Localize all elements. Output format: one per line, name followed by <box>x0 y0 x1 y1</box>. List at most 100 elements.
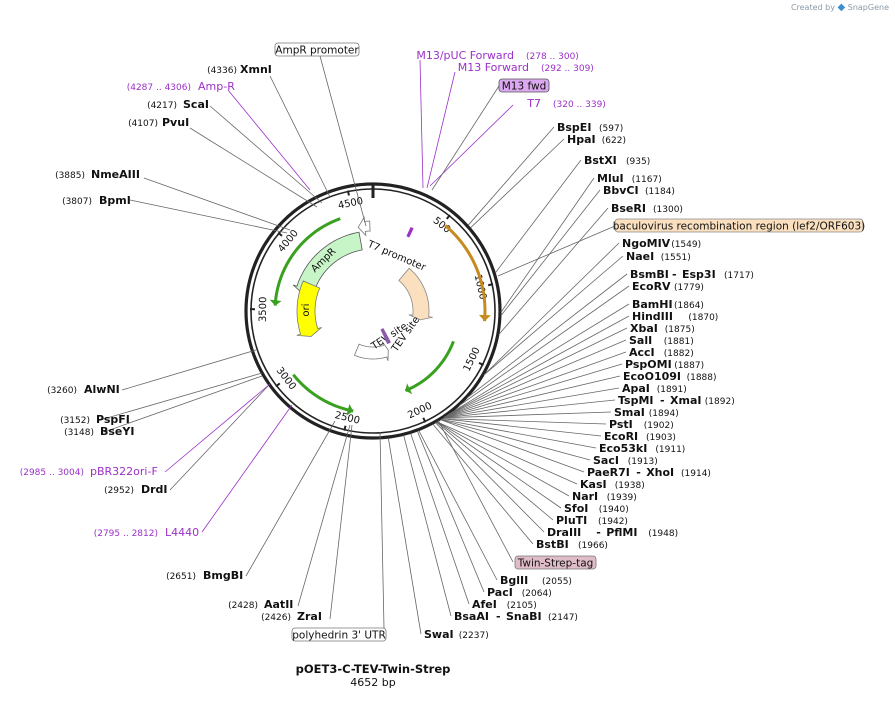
site-tspmi[interactable]: TspMI- XmaI(1892) <box>443 394 735 419</box>
site-name[interactable]: BstXI <box>584 154 617 167</box>
site-hindiii[interactable]: HindIII(1870) <box>446 310 718 416</box>
site-name[interactable]: NgoMIV <box>622 237 671 250</box>
site-paci[interactable]: PacI(2064) <box>416 430 552 599</box>
site-ecorv[interactable]: EcoRV(1779) <box>458 280 704 406</box>
site-pluti[interactable]: PluTI(1942) <box>436 421 628 527</box>
label-t7-promoter[interactable]: T7 promoter <box>365 239 428 274</box>
site-nari[interactable]: NarI(1939) <box>436 421 637 503</box>
site-name-2[interactable]: - <box>672 268 677 281</box>
site-mlui[interactable]: MluI(1167) <box>500 172 662 313</box>
site-sali[interactable]: SalI(1881) <box>445 334 694 417</box>
site-apai[interactable]: ApaI(1891) <box>443 382 687 418</box>
polyhedrin-label[interactable]: polyhedrin 3' UTR <box>292 630 386 642</box>
site-bbvci[interactable]: BbvCI(1184) <box>500 184 675 316</box>
site-name[interactable]: AfeI <box>472 598 497 611</box>
site-bspei[interactable]: BspEI(597) <box>467 121 623 226</box>
site-bsaai[interactable]: BsaAI- SnaBI(2147) <box>403 435 578 623</box>
site-name-2[interactable]: - <box>496 610 501 623</box>
site-name[interactable]: MluI <box>597 172 624 185</box>
feature-ampr[interactable] <box>292 231 363 295</box>
site-name-alt[interactable]: PflMI <box>606 526 637 539</box>
site-name[interactable]: BsmBI <box>630 268 669 281</box>
site-xbai[interactable]: XbaI(1875) <box>446 322 695 417</box>
site-kasi[interactable]: KasI(1938) <box>436 421 645 491</box>
site-eco53ki[interactable]: Eco53kI(1911) <box>440 419 685 455</box>
feature-baculo[interactable] <box>398 267 433 321</box>
site-ngomiv[interactable]: NgoMIV(1549) <box>483 237 701 376</box>
site-afei[interactable]: AfeI(2105) <box>410 433 537 611</box>
site-name[interactable]: EcoO109I <box>623 370 681 383</box>
site-bsmbi[interactable]: BsmBI- Esp3I(1717) <box>466 268 754 399</box>
primer-t7[interactable]: T7 <box>526 97 541 110</box>
site-naei[interactable]: NaeI(1551) <box>483 250 691 376</box>
site-name[interactable]: BamHI <box>632 298 673 311</box>
site-name[interactable]: SwaI <box>424 628 454 641</box>
primer-pbr322ori-f[interactable]: pBR322ori-F <box>90 465 158 478</box>
site-name-alt[interactable]: SnaBI <box>506 610 542 623</box>
site-pspfi[interactable]: PspFI <box>96 413 130 426</box>
m13-fwd-label[interactable]: M13 fwd <box>502 81 547 93</box>
site-bpmi[interactable]: BpmI <box>99 194 131 207</box>
site-name[interactable]: SacI <box>593 454 619 467</box>
site-name[interactable]: EcoRV <box>632 280 671 293</box>
site-xmni[interactable]: XmnI <box>240 63 272 76</box>
site-name[interactable]: XbaI <box>630 322 658 335</box>
site-name[interactable]: NarI <box>572 490 598 503</box>
site-ecori[interactable]: EcoRI(1903) <box>442 418 676 443</box>
feature-ampr-promoter[interactable] <box>357 216 371 237</box>
primer-amp-r[interactable]: Amp-R <box>198 80 235 93</box>
site-name-2[interactable]: - <box>596 526 601 539</box>
site-smai[interactable]: SmaI(1894) <box>443 406 679 419</box>
site-hpai[interactable]: HpaI(622) <box>470 133 626 229</box>
site-bmgbi[interactable]: BmgBI <box>203 569 243 582</box>
site-name-2[interactable]: - <box>636 466 641 479</box>
site-draiii[interactable]: DraIII- PflMI(1948) <box>435 422 679 539</box>
site-name[interactable]: BsaAI <box>454 610 489 623</box>
site-name[interactable]: SfoI <box>564 502 588 515</box>
site-bstxi[interactable]: BstXI(935) <box>494 154 650 274</box>
site-bstbi[interactable]: BstBI(1966) <box>432 423 608 551</box>
primer-l4440[interactable]: L4440 <box>165 526 199 539</box>
site-saci[interactable]: SacI(1913) <box>440 419 658 467</box>
site-ecoo109i[interactable]: EcoO109I(1888) <box>444 370 717 418</box>
site-zrai[interactable]: ZraI <box>297 610 322 623</box>
site-name[interactable]: BglII <box>500 574 528 587</box>
site-psti[interactable]: PstI(1902) <box>442 418 674 431</box>
site-aatii[interactable]: AatII <box>264 598 293 611</box>
site-bseri[interactable]: BseRI(1300) <box>498 202 683 335</box>
site-name-alt[interactable]: Esp3I <box>682 268 716 281</box>
site-name[interactable]: PaeR7I <box>587 466 630 479</box>
site-name[interactable]: SmaI <box>614 406 645 419</box>
site-name-alt[interactable]: XhoI <box>646 466 674 479</box>
site-scai[interactable]: ScaI <box>183 98 209 111</box>
ampr-promoter-label[interactable]: AmpR promoter <box>275 45 359 57</box>
primer-m13-puc-forward[interactable]: M13/pUC Forward <box>416 49 514 62</box>
site-sfoi[interactable]: SfoI(1940) <box>436 421 629 515</box>
label-ori[interactable]: ori <box>301 303 312 316</box>
site-name[interactable]: PacI <box>487 586 513 599</box>
site-name[interactable]: BstBI <box>536 538 569 551</box>
site-name[interactable]: NaeI <box>626 250 654 263</box>
baculo-label[interactable]: baculovirus recombination region (lef2/O… <box>613 221 866 233</box>
site-acci[interactable]: AccI(1882) <box>445 346 694 418</box>
site-alwni[interactable]: AlwNI <box>84 383 120 396</box>
site-pspomi[interactable]: PspOMI(1887) <box>444 358 705 418</box>
twin-strep-label[interactable]: Twin-Strep-tag <box>517 558 594 570</box>
site-name[interactable]: BseRI <box>611 202 646 215</box>
site-name[interactable]: AccI <box>629 346 655 359</box>
site-pvui[interactable]: PvuI <box>162 116 189 129</box>
site-name[interactable]: KasI <box>580 478 607 491</box>
site-name[interactable]: Eco53kI <box>599 442 647 455</box>
site-name-2[interactable]: - <box>660 394 665 407</box>
site-name[interactable]: PspOMI <box>625 358 672 371</box>
site-name[interactable]: PstI <box>609 418 633 431</box>
site-name[interactable]: HindIII <box>632 310 673 323</box>
site-name[interactable]: DraIII <box>547 526 581 539</box>
site-name[interactable]: ApaI <box>622 382 650 395</box>
site-name[interactable]: EcoRI <box>604 430 638 443</box>
site-drdi[interactable]: DrdI <box>141 483 168 496</box>
feature-polyhedrin[interactable] <box>353 341 389 361</box>
feature-ori[interactable] <box>296 280 322 337</box>
site-swai[interactable]: SwaI(2237) <box>387 438 489 641</box>
site-name[interactable]: PluTI <box>556 514 587 527</box>
